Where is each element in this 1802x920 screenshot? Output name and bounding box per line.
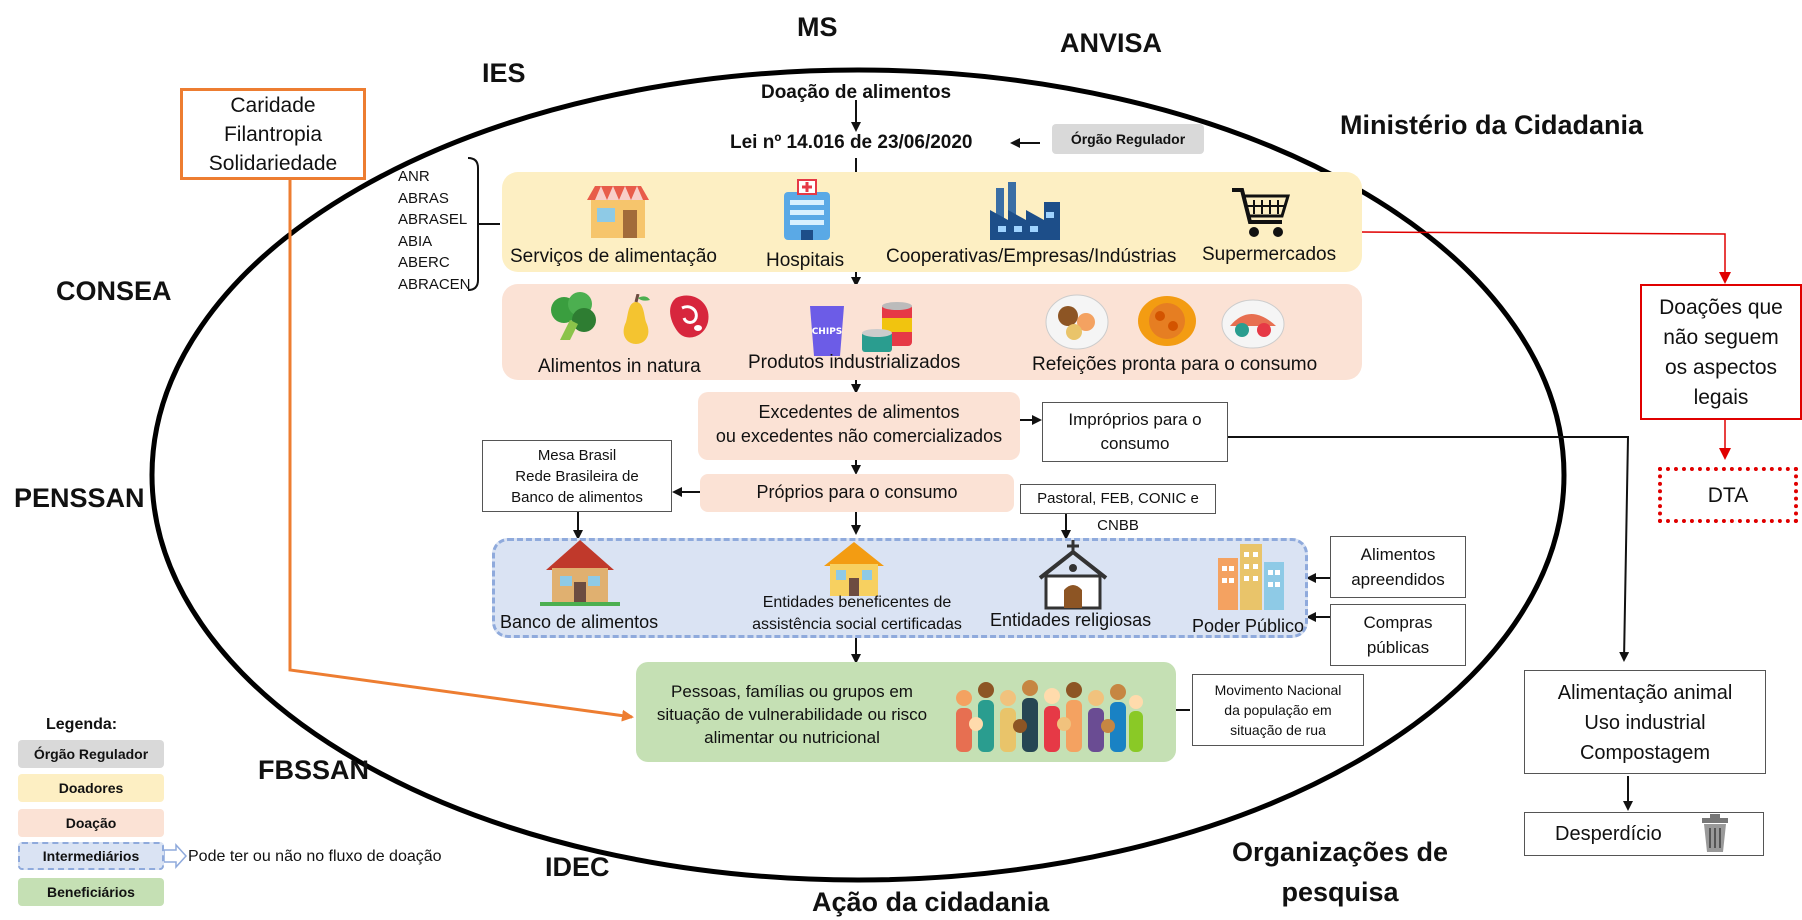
proprios-box: Próprios para o consumo xyxy=(700,474,1014,512)
alimentos-in-natura-label: Alimentos in natura xyxy=(538,356,701,377)
trash-bin-icon xyxy=(1702,814,1728,852)
label-organizacoes-pesquisa: Organizações de pesquisa xyxy=(1231,837,1449,907)
label-ms: MS xyxy=(797,12,838,42)
doadores-band xyxy=(502,172,1362,272)
outer-ellipse xyxy=(149,67,1567,883)
legend-note: Pode ter ou não no fluxo de doação xyxy=(188,848,442,865)
refeicoes-label: Refeições pronta para o consumo xyxy=(1032,354,1318,375)
shopping-cart-icon xyxy=(1232,188,1291,237)
legend-title: Legenda: xyxy=(46,716,118,733)
food-bank-house-icon xyxy=(540,540,620,606)
charity-house-icon xyxy=(824,542,884,596)
assoc-abrasel: ABRASEL xyxy=(398,211,468,228)
assoc-abia: ABIA xyxy=(398,232,433,250)
banco-alimentos-label: Banco de alimentos xyxy=(500,612,659,632)
dta-box: DTA xyxy=(1658,467,1798,523)
meal-plate-icon-3 xyxy=(1221,299,1285,349)
church-icon xyxy=(1038,540,1108,610)
associacoes-list: ANR ABRAS ABRASEL ABIA ABERC ABRACEN xyxy=(398,166,471,295)
meal-plate-icon-2 xyxy=(1138,296,1196,346)
intermediarios-band xyxy=(492,538,1308,638)
entidades-beneficentes-label: Entidades beneficentes de assistência so… xyxy=(752,594,962,633)
legend-intermediarios: Intermediários xyxy=(18,842,164,870)
assoc-aberc: ABERC xyxy=(398,254,450,271)
produtos-industrializados-label: Produtos industrializados xyxy=(748,352,961,373)
compras-publicas-box: Compras públicas xyxy=(1330,604,1466,666)
hospitais-label: Hospitais xyxy=(766,250,845,271)
assoc-abracen: ABRACEN xyxy=(398,275,471,293)
supermercados-label: Supermercados xyxy=(1202,244,1337,265)
label-consea: CONSEA xyxy=(56,276,172,306)
beneficiarios-band xyxy=(636,662,1176,762)
lei-label: Lei nº 14.016 de 23/06/2020 xyxy=(730,132,973,153)
movimento-nacional-box: Movimento Nacional da população em situa… xyxy=(1192,674,1364,746)
doacao-alimentos-title: Doação de alimentos xyxy=(760,82,952,103)
label-penssan: PENSSAN xyxy=(14,483,145,513)
orgao-regulador-badge: Órgão Regulador xyxy=(1052,124,1204,154)
label-fbssan: FBSSAN xyxy=(258,755,370,785)
label-idec: IDEC xyxy=(545,852,610,882)
pastoral-box: Pastoral, FEB, CONIC e CNBB xyxy=(1020,484,1216,534)
improprios-box: Impróprios para o consumo xyxy=(1042,402,1228,462)
restaurant-icon xyxy=(587,186,649,238)
chips-text: CHIPS xyxy=(812,327,843,337)
beneficiarios-text: Pessoas, famílias ou grupos em situação … xyxy=(656,682,928,747)
legend-doadores: Doadores xyxy=(18,774,164,802)
poder-publico-label: Poder Público xyxy=(1192,616,1305,636)
label-ies: IES xyxy=(482,58,526,88)
cans-icon xyxy=(862,302,912,352)
caridade-box: Caridade Filantropia Solidariedade xyxy=(180,88,366,180)
factory-icon xyxy=(990,182,1060,240)
cooperativas-label: Cooperativas/Empresas/Indústrias xyxy=(886,246,1177,267)
entidades-religiosas-label: Entidades religiosas xyxy=(990,610,1152,630)
alimentacao-animal-box: Alimentação animal Uso industrial Compos… xyxy=(1524,670,1766,774)
excedentes-box: Excedentes de alimentos ou excedentes nã… xyxy=(698,392,1020,460)
people-crowd-icon xyxy=(956,680,1143,752)
legend-doacao: Doação xyxy=(18,809,164,837)
chips-icon: CHIPS xyxy=(810,306,844,356)
mesa-brasil-box: Mesa Brasil Rede Brasileira de Banco de … xyxy=(482,440,672,512)
hospital-icon xyxy=(784,179,830,240)
assoc-abras: ABRAS xyxy=(398,189,449,207)
meat-icon xyxy=(670,295,709,338)
apreendidos-box: Alimentos apreendidos xyxy=(1330,536,1466,598)
pear-icon xyxy=(623,294,650,344)
servicos-alimentacao-label: Serviços de alimentação xyxy=(510,246,717,267)
label-anvisa: ANVISA xyxy=(1060,28,1163,58)
city-buildings-icon xyxy=(1218,544,1284,610)
broccoli-icon xyxy=(551,292,596,340)
legend-orgao-regulador: Órgão Regulador xyxy=(18,740,164,768)
assoc-anr: ANR xyxy=(398,168,430,185)
doacoes-nao-legais-box: Doações que não seguem os aspectos legai… xyxy=(1640,284,1802,420)
label-acao-cidadania: Ação da cidadania xyxy=(812,887,1050,917)
legend-beneficiarios: Beneficiários xyxy=(18,878,164,906)
meal-plate-icon-1 xyxy=(1045,294,1109,350)
label-ministerio: Ministério da Cidadania xyxy=(1340,110,1644,140)
